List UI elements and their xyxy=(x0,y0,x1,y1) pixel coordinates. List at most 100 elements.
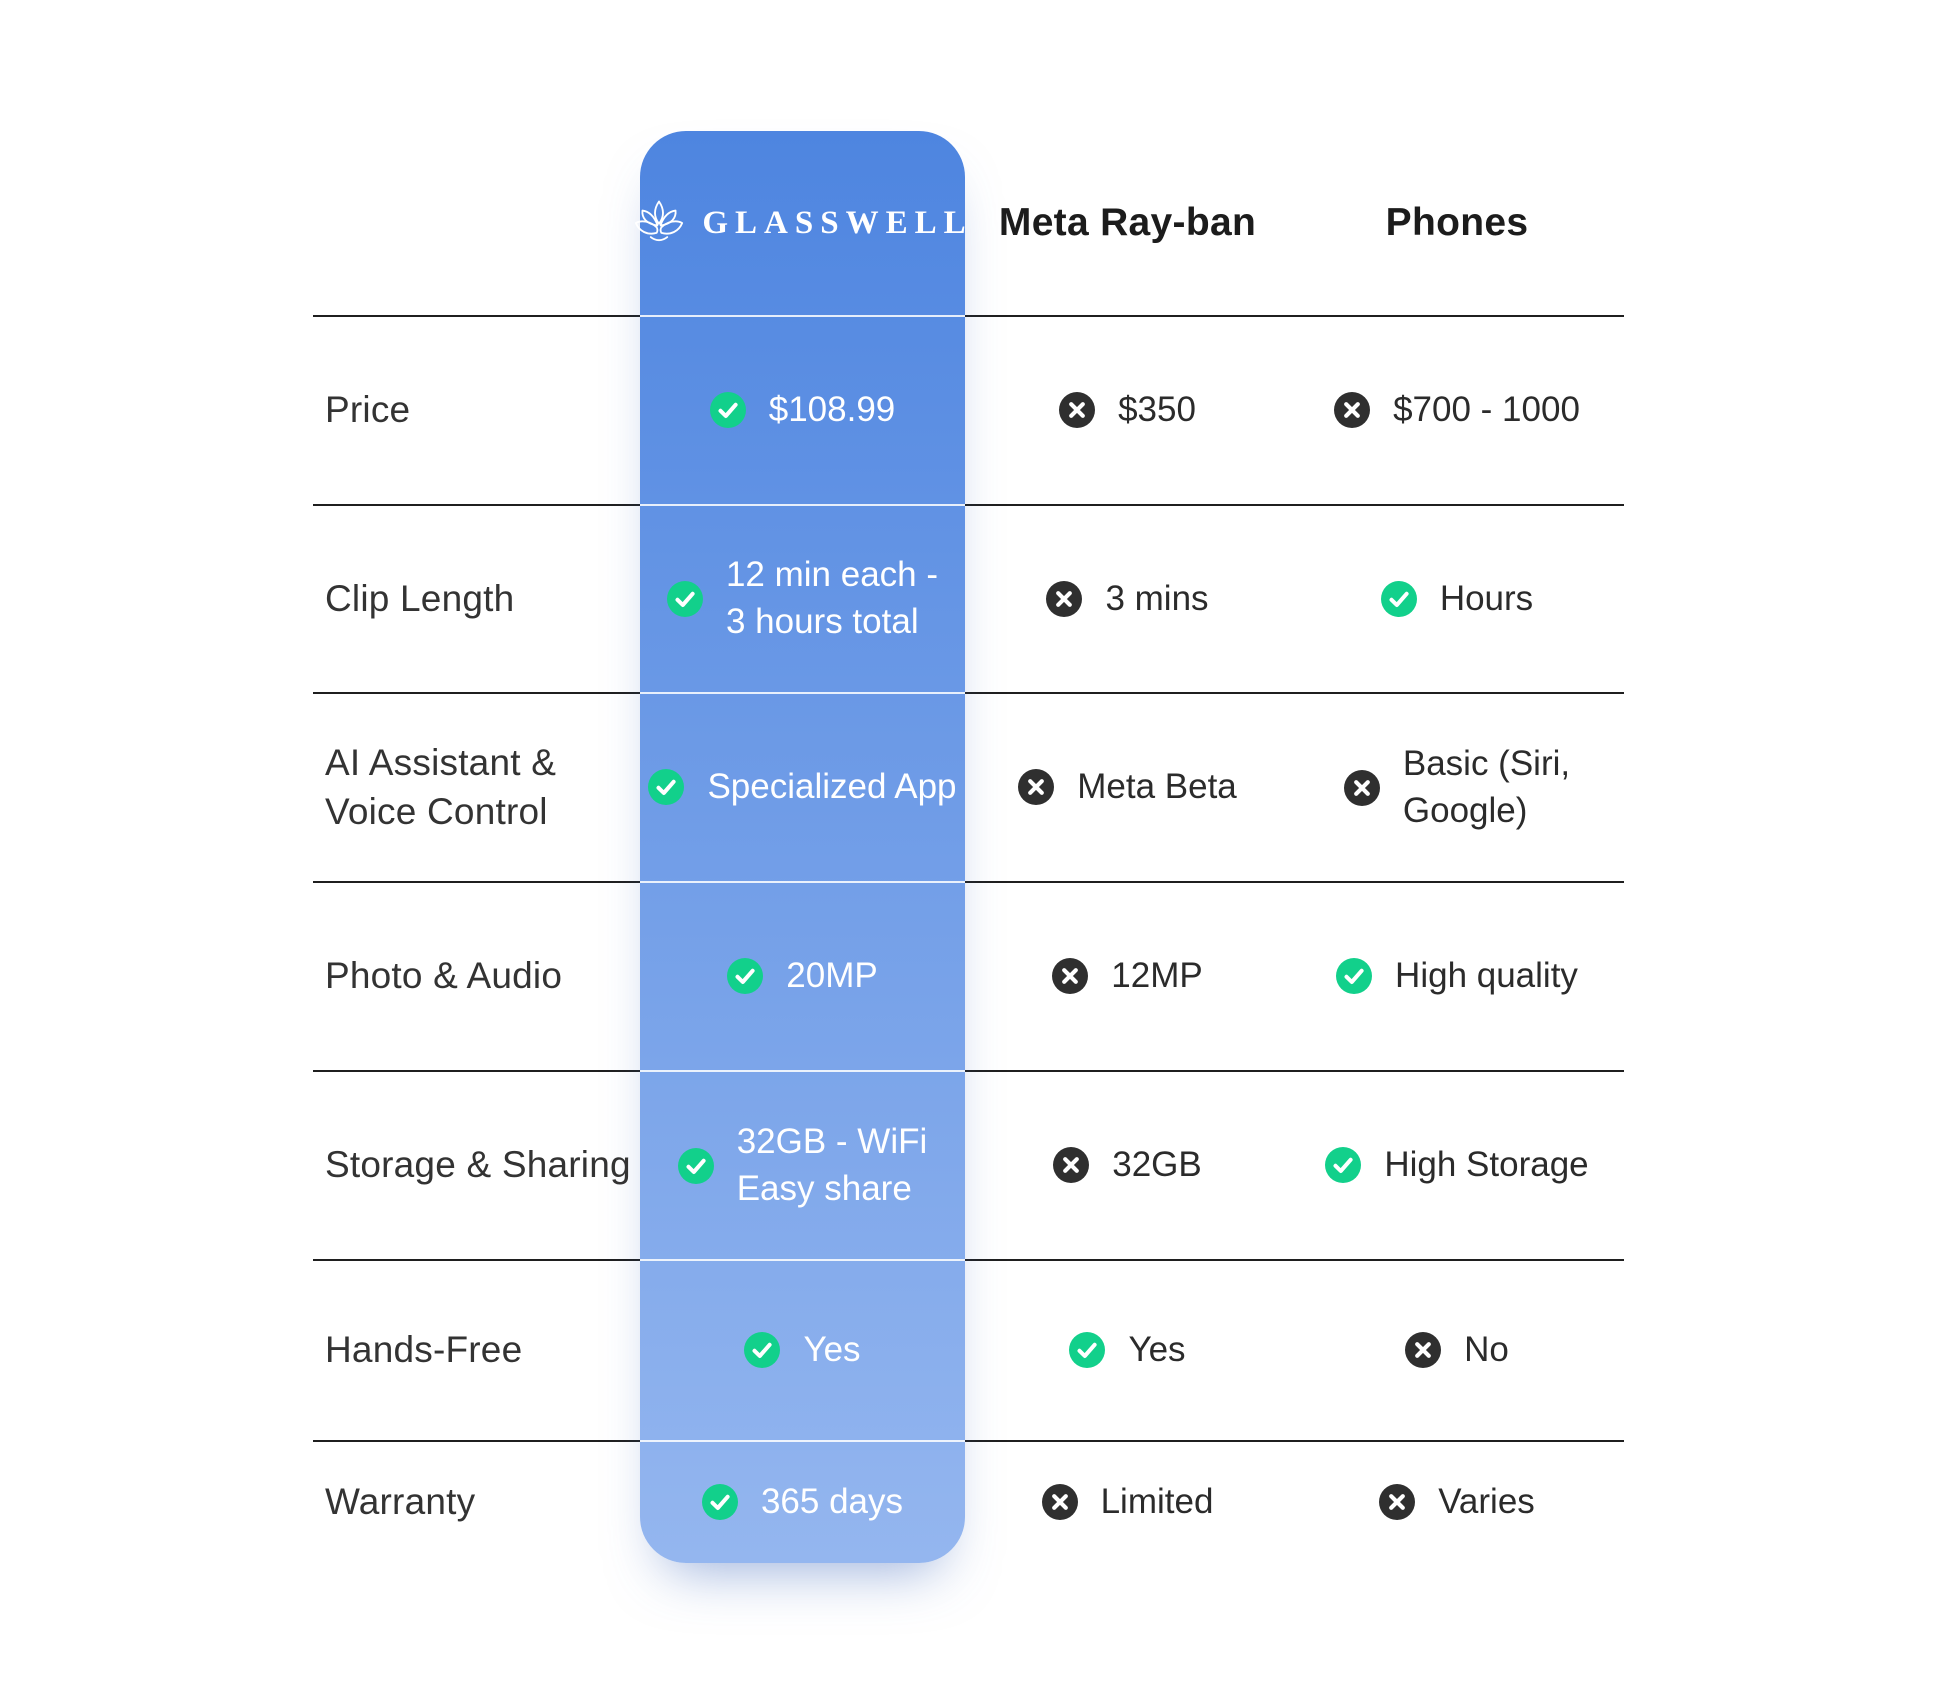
check-icon xyxy=(1069,1332,1106,1369)
meta-rayban-cell: 32GB xyxy=(965,1142,1290,1189)
value-with-status: No xyxy=(1405,1327,1509,1374)
row-divider-line xyxy=(313,881,1624,883)
highlight-divider-line xyxy=(640,1070,965,1072)
check-icon xyxy=(727,958,764,995)
value-with-status: 3 mins xyxy=(1046,576,1209,623)
phones-cell: No xyxy=(1290,1327,1624,1374)
column-header-meta-rayban: Meta Ray-ban xyxy=(998,201,1257,244)
glasswell-cell: 20MP xyxy=(640,953,965,1000)
phones-cell: High quality xyxy=(1290,953,1624,1000)
meta-rayban-cell: Limited xyxy=(965,1479,1290,1526)
value-with-status: $700 - 1000 xyxy=(1334,387,1580,434)
value-with-status: $108.99 xyxy=(709,387,896,434)
table-row: Price $108.99 $350 $700 - 1000 xyxy=(313,317,1624,504)
cross-icon xyxy=(1046,580,1083,617)
cell-value: 20MP xyxy=(786,956,878,996)
brand-name: GLASSWELL xyxy=(702,204,973,241)
feature-label-cell: Warranty xyxy=(313,1478,640,1527)
feature-label-cell: Price xyxy=(313,386,640,435)
cross-icon xyxy=(1379,1484,1416,1521)
cell-value: Specialized App xyxy=(707,767,957,807)
phones-cell: $700 - 1000 xyxy=(1290,387,1624,434)
cell-value: Varies xyxy=(1438,1482,1535,1522)
value-with-status: 20MP xyxy=(727,953,878,1000)
row-divider-line xyxy=(313,1259,1624,1261)
feature-label-cell: AI Assistant & Voice Control xyxy=(313,739,640,837)
cell-value: $350 xyxy=(1118,390,1196,430)
meta-rayban-cell: 3 mins xyxy=(965,576,1290,623)
feature-label-cell: Photo & Audio xyxy=(313,952,640,1001)
cross-icon xyxy=(1053,1147,1090,1184)
header-meta-rayban-cell: Meta Ray-ban xyxy=(965,201,1290,245)
cell-value: No xyxy=(1464,1330,1509,1370)
check-icon xyxy=(648,769,685,806)
feature-label: Warranty xyxy=(325,1481,476,1523)
phones-cell: Varies xyxy=(1290,1479,1624,1526)
check-icon xyxy=(701,1484,738,1521)
row-divider-line xyxy=(313,692,1624,694)
meta-rayban-cell: Yes xyxy=(965,1327,1290,1374)
meta-rayban-cell: $350 xyxy=(965,387,1290,434)
glasswell-cell: Specialized App xyxy=(640,764,965,811)
header-glasswell-cell: GLASSWELL xyxy=(635,199,966,247)
highlight-divider-line xyxy=(640,881,965,883)
cell-value: $108.99 xyxy=(768,390,896,430)
check-icon xyxy=(677,1147,714,1184)
value-with-status: $350 xyxy=(1059,387,1196,434)
cross-icon xyxy=(1059,392,1096,429)
cross-icon xyxy=(1041,1484,1078,1521)
value-with-status: Yes xyxy=(1069,1327,1186,1374)
row-divider-line xyxy=(313,1070,1624,1072)
feature-label-cell: Clip Length xyxy=(313,575,640,624)
column-header-phones: Phones xyxy=(1385,201,1529,244)
row-divider-line xyxy=(313,1440,1624,1442)
check-icon xyxy=(1380,580,1417,617)
feature-label: Storage & Sharing xyxy=(325,1144,631,1186)
feature-label: AI Assistant & Voice Control xyxy=(325,741,557,832)
check-icon xyxy=(1325,1147,1362,1184)
value-with-status: Meta Beta xyxy=(1018,764,1237,811)
table-row: Storage & Sharing 32GB - WiFi Easy share 3… xyxy=(313,1072,1624,1259)
cell-value: High quality xyxy=(1395,956,1578,996)
cross-icon xyxy=(1343,769,1380,806)
check-icon xyxy=(709,392,746,429)
table-row: Hands-Free Yes Yes No xyxy=(313,1261,1624,1440)
header-phones-cell: Phones xyxy=(1290,201,1624,245)
cell-value: High Storage xyxy=(1384,1145,1589,1185)
cell-value: 32GB - WiFi Easy share xyxy=(736,1121,928,1208)
feature-label-cell: Hands-Free xyxy=(313,1326,640,1375)
value-with-status: High Storage xyxy=(1325,1142,1589,1189)
value-with-status: 32GB xyxy=(1053,1142,1202,1189)
lotus-icon xyxy=(632,199,686,247)
cell-value: Limited xyxy=(1100,1482,1214,1522)
highlight-divider-line xyxy=(640,504,965,506)
glasswell-cell: Yes xyxy=(640,1327,965,1374)
highlight-divider-line xyxy=(640,692,965,694)
feature-label: Photo & Audio xyxy=(325,955,563,997)
value-with-status: 32GB - WiFi Easy share xyxy=(677,1119,928,1213)
value-with-status: Yes xyxy=(744,1327,861,1374)
feature-label-cell: Storage & Sharing xyxy=(313,1141,640,1190)
check-icon xyxy=(744,1332,781,1369)
row-divider-line xyxy=(313,315,1624,317)
meta-rayban-cell: Meta Beta xyxy=(965,764,1290,811)
glasswell-logo: GLASSWELL xyxy=(632,199,972,247)
value-with-status: Limited xyxy=(1041,1479,1214,1526)
highlight-divider-line xyxy=(640,1440,965,1442)
cell-value: $700 - 1000 xyxy=(1393,390,1580,430)
value-with-status: Varies xyxy=(1379,1479,1535,1526)
cell-value: Basic (Siri, Google) xyxy=(1402,743,1571,830)
feature-label: Hands-Free xyxy=(325,1329,523,1371)
value-with-status: 365 days xyxy=(701,1479,903,1526)
cross-icon xyxy=(1018,769,1055,806)
header-row: GLASSWELL Meta Ray-ban Phones xyxy=(313,131,1624,315)
feature-label: Clip Length xyxy=(325,577,515,619)
phones-cell: Basic (Siri, Google) xyxy=(1290,741,1624,835)
table-row: Warranty 365 days Limited Varies xyxy=(313,1442,1624,1563)
glasswell-cell: $108.99 xyxy=(640,387,965,434)
phones-cell: Hours xyxy=(1290,576,1624,623)
cross-icon xyxy=(1334,392,1371,429)
cell-value: 32GB xyxy=(1112,1145,1202,1185)
glasswell-cell: 12 min each - 3 hours total xyxy=(640,552,965,646)
